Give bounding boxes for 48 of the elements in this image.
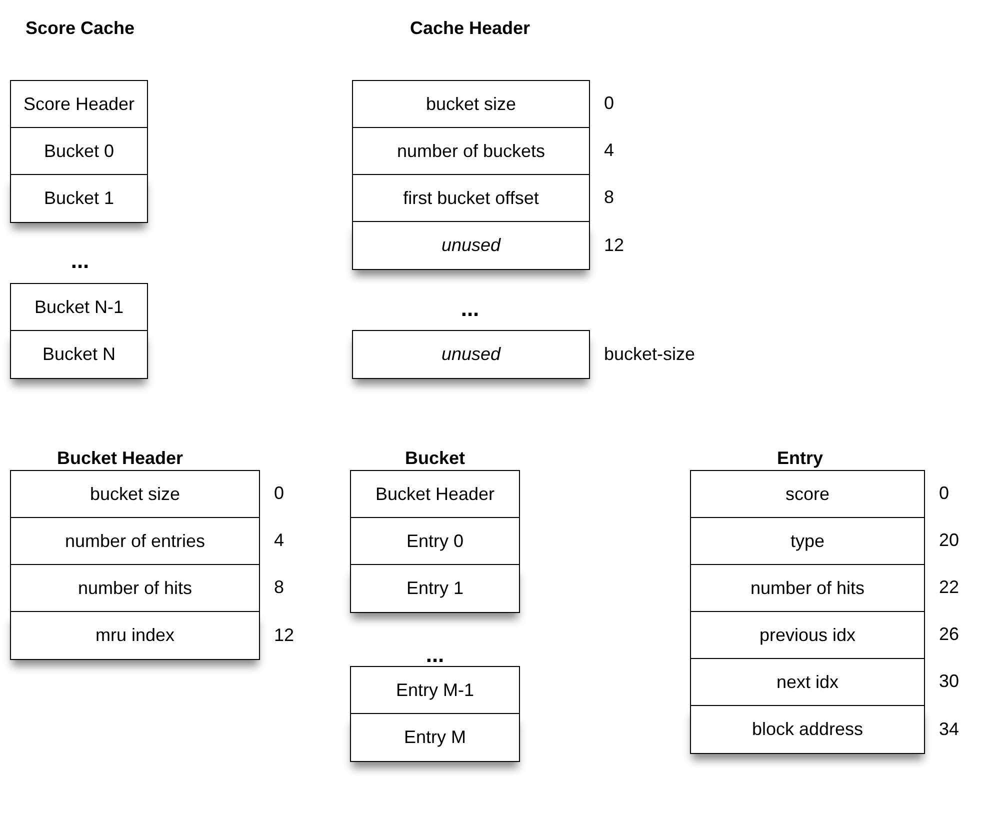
field-cell: Entry 0 [350, 517, 520, 564]
offset-label: 26 [939, 624, 960, 645]
ellipsis: ... [426, 642, 444, 668]
field-cell: score [690, 470, 925, 517]
field-cell: Score Header [10, 80, 148, 127]
field-cell: number of hits [10, 564, 260, 611]
field-cell: previous idx [690, 611, 925, 658]
field-cell: Bucket 0 [10, 127, 148, 174]
field-cell: Bucket Header [350, 470, 520, 517]
field-cell: first bucket offset [352, 174, 590, 221]
offset-label: 0 [939, 483, 950, 504]
field-cell: Entry 1 [350, 564, 520, 612]
section-heading: Entry [777, 448, 823, 469]
field-cell: Entry M [350, 713, 520, 762]
offset-label: 0 [604, 93, 614, 114]
offset-label: 30 [939, 671, 960, 692]
field-cell: number of hits [690, 564, 925, 611]
field-cell: unused [352, 221, 590, 270]
section-heading: Bucket Header [56, 448, 184, 469]
field-cell: bucket size [352, 80, 590, 127]
field-cell: mru index [10, 611, 260, 660]
field-cell: Bucket N-1 [10, 283, 148, 330]
field-cell: type [690, 517, 925, 564]
field-cell: unused [352, 330, 590, 378]
offset-label: 8 [274, 577, 284, 598]
field-cell: Bucket 1 [10, 174, 148, 222]
offset-label: 22 [939, 577, 960, 598]
offset-label: 34 [939, 718, 960, 740]
ellipsis: ... [70, 248, 90, 274]
field-cell: next idx [690, 658, 925, 705]
offset-label: bucket-size [604, 344, 696, 365]
offset-label: 20 [939, 530, 960, 551]
offset-label: 0 [274, 483, 284, 504]
field-cell: block address [690, 705, 925, 754]
section-heading: Bucket [404, 448, 466, 469]
offset-label: 12 [604, 234, 624, 256]
section-heading: Score Cache [25, 18, 135, 39]
offset-label: 4 [274, 530, 284, 551]
field-cell: bucket size [10, 470, 260, 517]
offset-label: 4 [604, 140, 614, 161]
field-cell: Entry M-1 [350, 666, 520, 713]
ellipsis: ... [460, 296, 480, 322]
field-cell: number of buckets [352, 127, 590, 174]
field-cell: Bucket N [10, 330, 148, 378]
offset-label: 12 [274, 624, 294, 646]
section-heading: Cache Header [410, 18, 530, 39]
field-cell: number of entries [10, 517, 260, 564]
offset-label: 8 [604, 187, 614, 208]
